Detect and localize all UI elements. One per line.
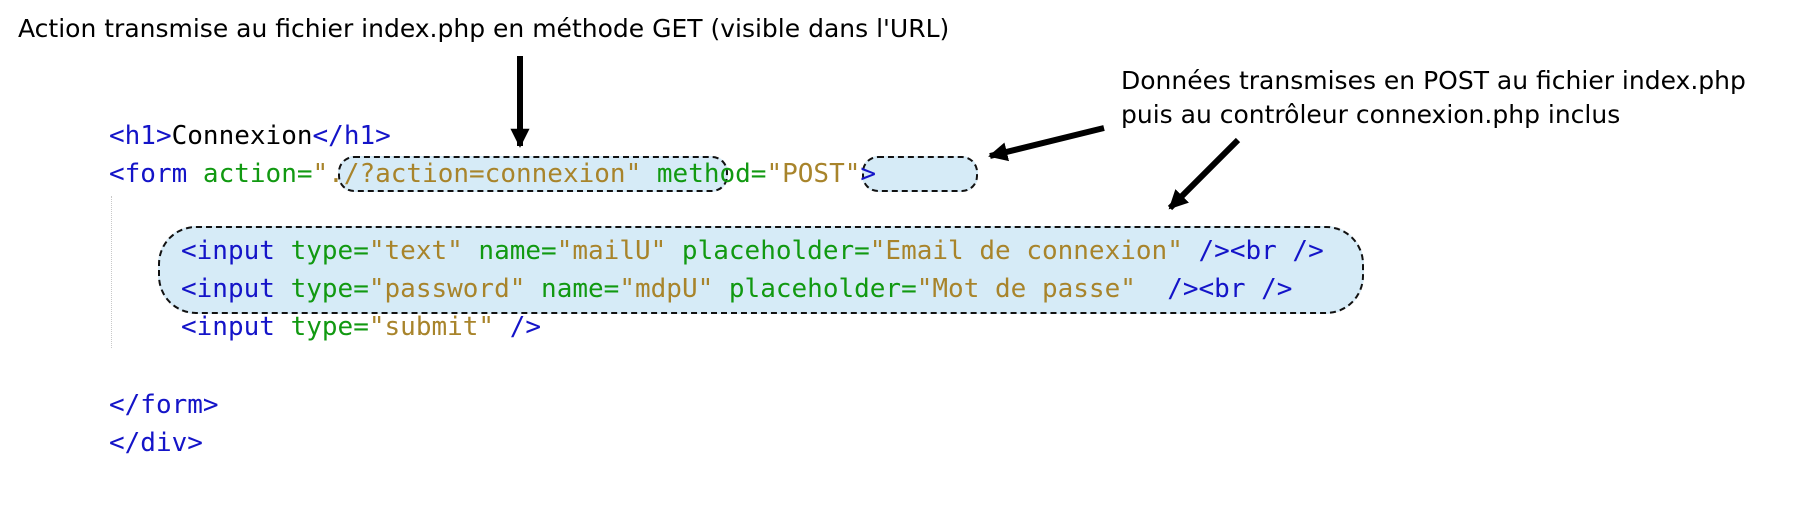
indent-guide <box>111 196 112 348</box>
method-value-highlight <box>862 156 978 192</box>
input1-placeholder-attr: placeholder= <box>666 236 870 266</box>
input2-name-attr: name= <box>525 274 620 304</box>
input3-type-value: "submit" <box>368 312 495 342</box>
input2-placeholder-attr: placeholder= <box>713 274 917 304</box>
action-value: "./?action=connexion" <box>312 159 642 189</box>
post-data-highlight <box>158 226 1364 314</box>
annotation-arrows <box>510 56 1241 211</box>
action-attribute: action= <box>202 159 313 189</box>
code-line-form-close: </form> <box>109 386 219 424</box>
post-annotation: Données transmises en POST au fichier in… <box>1121 64 1746 132</box>
input1-type-attr: type= <box>290 236 369 266</box>
input1-tag: <input <box>181 236 291 266</box>
arrow-post-method <box>988 125 1105 162</box>
input2-tag: <input <box>181 274 291 304</box>
code-line-input-text: <input type="text" name="mailU" placehol… <box>181 232 1324 270</box>
input1-placeholder-value: "Email de connexion" <box>869 236 1183 266</box>
form-gt: > <box>860 159 877 189</box>
input2-type-attr: type= <box>290 274 369 304</box>
input1-name-attr: name= <box>462 236 557 266</box>
post-annotation-line1: Données transmises en POST au fichier in… <box>1121 66 1746 95</box>
code-line-h1: <h1>Connexion</h1> <box>109 117 391 155</box>
input3-end: /> <box>494 312 542 342</box>
h1-text: Connexion <box>171 121 313 151</box>
code-line-input-submit: <input type="submit" /> <box>181 308 541 346</box>
h1-open-tag: <h1> <box>109 121 172 151</box>
h1-close-tag: </h1> <box>312 121 391 151</box>
code-listing: <h1>Connexion</h1> <form action="./?acti… <box>0 0 1324 532</box>
code-line-input-password: <input type="password" name="mdpU" place… <box>181 270 1292 308</box>
method-value: "POST" <box>766 159 861 189</box>
form-open-tag: <form <box>109 159 203 189</box>
arrow-post-data <box>1167 137 1241 211</box>
input1-end: /><br /> <box>1182 236 1324 266</box>
action-value-highlight <box>338 156 728 192</box>
code-line-form: <form action="./?action=connexion" metho… <box>109 155 876 193</box>
post-annotation-line2: puis au contrôleur connexion.php inclus <box>1121 100 1621 129</box>
input3-tag: <input <box>181 312 291 342</box>
form-close-tag: </form> <box>109 390 219 420</box>
input2-type-value: "password" <box>368 274 526 304</box>
input2-end: /><br /> <box>1135 274 1293 304</box>
get-annotation: Action transmise au fichier index.php en… <box>18 14 950 43</box>
input2-name-value: "mdpU" <box>619 274 714 304</box>
method-attribute: method= <box>641 159 767 189</box>
input1-name-value: "mailU" <box>556 236 667 266</box>
input2-placeholder-value: "Mot de passe" <box>916 274 1136 304</box>
input1-type-value: "text" <box>368 236 463 266</box>
input3-type-attr: type= <box>290 312 369 342</box>
